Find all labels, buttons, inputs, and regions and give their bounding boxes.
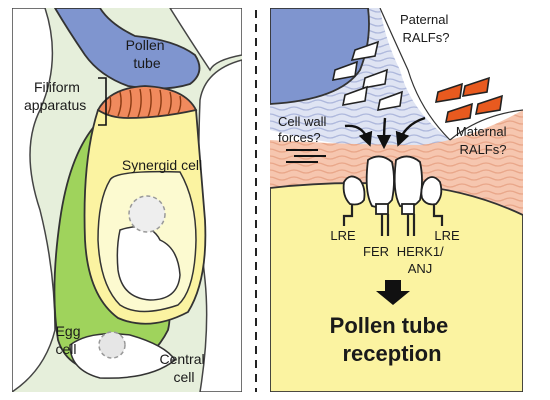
pollen-tube-label-line1: Pollen <box>126 37 165 53</box>
filiform-fingers <box>107 88 182 118</box>
svg-text:Pollen tube: Pollen tube <box>126 37 169 71</box>
maternal-ralfs-label-line2: RALFs? <box>460 142 507 157</box>
left-white-gap <box>12 8 56 392</box>
central-cell-label-line1: Central <box>159 351 204 367</box>
svg-text:HERK1/ ANJ: HERK1/ ANJ <box>397 244 448 276</box>
fer-receptor-left-lobe <box>342 175 366 206</box>
herk1-anj-label-line1: HERK1/ <box>397 244 444 259</box>
filiform-bracket <box>98 77 107 126</box>
egg-cell-label-line2: cell <box>55 341 76 357</box>
svg-text:Pollen tube reception: Pollen tube reception <box>330 313 455 366</box>
down-arrow <box>376 280 410 305</box>
pollen-tube-label-line2: tube <box>133 55 160 71</box>
pollen-tube-shape <box>53 8 201 90</box>
fer-label: FER <box>363 244 389 259</box>
herk1-anj-label-line2: ANJ <box>408 261 433 276</box>
maternal-ralfs-label-line1: Maternal <box>456 124 507 139</box>
outcome-label-line1: Pollen tube <box>330 313 449 338</box>
paternal-ralfs-label-line2: RALFs? <box>403 30 450 45</box>
cell-wall-forces-label-line2: forces? <box>278 130 321 145</box>
herk1-receptor-main <box>393 155 423 209</box>
egg-cell-label-line1: Egg <box>56 323 81 339</box>
right-panel: Paternal RALFs? Maternal RALFs? Cell wal… <box>270 8 523 392</box>
maternal-ralf-peptides <box>434 76 503 123</box>
fer-receptor-main <box>365 155 395 209</box>
filiform-label-line2: apparatus <box>24 97 86 113</box>
egg-nucleus <box>98 331 126 359</box>
central-cell-label-line2: cell <box>173 369 194 385</box>
svg-text:Paternal RALFs?: Paternal RALFs? <box>400 12 452 45</box>
left-panel: Pollen tube Filiform apparatus Synergid … <box>12 8 242 392</box>
svg-text:Egg cell: Egg cell <box>55 323 84 357</box>
signal-arrows <box>344 116 426 150</box>
paternal-ralfs-label-line1: Paternal <box>400 12 449 27</box>
synergid-inner-vacuole <box>116 225 181 301</box>
paternal-ralf-peptides <box>331 40 403 111</box>
svg-text:Cell wall forces?: Cell wall forces? <box>278 114 330 145</box>
svg-text:Maternal RALFs?: Maternal RALFs? <box>456 124 510 157</box>
lre-right-label: LRE <box>434 228 460 243</box>
lre-left-label: LRE <box>330 228 356 243</box>
synergid-cell-label: Synergid cell <box>122 157 202 173</box>
wall-force-lines <box>286 149 326 163</box>
filiform-apparatus-shape <box>96 85 198 119</box>
filiform-label-line1: Filiform <box>34 79 80 95</box>
receptor-stalks <box>342 204 444 236</box>
synergid-nucleus <box>128 195 166 233</box>
herk1-receptor-right-lobe <box>420 176 443 206</box>
pollen-tube-cytoplasm <box>270 8 370 105</box>
top-white-gap <box>169 8 242 72</box>
svg-text:Central cell: Central cell <box>159 351 208 385</box>
receptor-complex <box>342 155 443 215</box>
cell-wall-forces-label-line1: Cell wall <box>278 114 327 129</box>
outcome-label-line2: reception <box>342 341 441 366</box>
svg-text:Filiform apparatus: Filiform apparatus <box>24 79 86 113</box>
